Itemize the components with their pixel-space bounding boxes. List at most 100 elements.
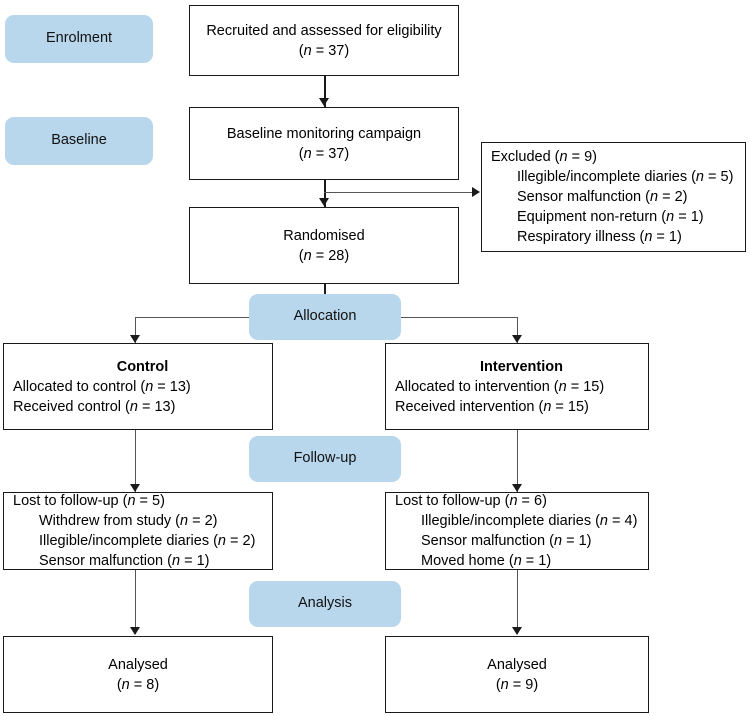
node-intervention-analysed: Analysed (n = 9) (385, 636, 649, 713)
stage-label-baseline-text: Baseline (51, 132, 107, 149)
node-control-allocation-header: Control (116, 358, 169, 375)
connector-control-to-lost (135, 430, 137, 492)
n-value: = 1) (521, 553, 552, 569)
node-recruited: Recruited and assessed for eligibility (… (189, 5, 459, 76)
node-intervention-allocation-header: Intervention (480, 358, 563, 375)
item-label: Withdrew from study ( (39, 513, 180, 529)
item-label: Illegible/incomplete diaries ( (517, 169, 696, 185)
n-symbol: n (559, 149, 568, 165)
node-intervention-lost: Lost to follow-up (n = 6) Illegible/inco… (385, 492, 649, 570)
row-label: Allocated to intervention ( (395, 378, 559, 395)
n-symbol: n (127, 493, 136, 509)
paren-open: ( (298, 42, 304, 59)
node-control-lost-header: Lost to follow-up (n = 5) (13, 491, 165, 511)
node-excluded-item: Illegible/incomplete diaries (n = 5) (491, 167, 733, 187)
node-excluded-header: Excluded (n = 9) (491, 147, 597, 167)
row-label: Allocated to control ( (13, 378, 146, 395)
n-value: = 9) (508, 676, 539, 693)
stage-label-allocation: Allocation (249, 294, 401, 340)
node-excluded-item: Equipment non-return (n = 1) (491, 207, 704, 227)
n-symbol: n (500, 676, 509, 693)
node-baseline-campaign: Baseline monitoring campaign (n = 37) (189, 107, 459, 180)
row-label: Received intervention ( (395, 398, 544, 415)
connector-intervention-to-lost (517, 430, 519, 492)
node-excluded-item: Respiratory illness (n = 1) (491, 227, 682, 247)
stage-label-analysis-text: Analysis (298, 595, 352, 612)
n-symbol: n (303, 42, 312, 59)
arrow-intervention-lost-to-analysed (512, 627, 522, 635)
n-value: = 5) (704, 169, 734, 185)
item-label: Illegible/incomplete diaries ( (39, 533, 218, 549)
lost-header-pre: Lost to follow-up ( (13, 493, 128, 509)
node-control-allocation: Control Allocated to control (n = 13) Re… (3, 343, 273, 430)
arrow-baseline-to-randomised (319, 198, 329, 206)
n-symbol: n (509, 493, 518, 509)
item-label: Illegible/incomplete diaries ( (421, 513, 600, 529)
n-symbol: n (171, 553, 181, 569)
node-control-allocation-row: Allocated to control (n = 13) (13, 377, 191, 397)
stage-label-followup: Follow-up (249, 436, 401, 482)
n-symbol: n (121, 676, 130, 693)
n-symbol: n (553, 533, 563, 549)
node-baseline-line1: Baseline monitoring campaign (226, 125, 422, 142)
item-label: Moved home ( (421, 553, 514, 569)
n-value: = 1) (180, 553, 210, 569)
connector-recruited-to-baseline (324, 76, 326, 108)
paren-open: ( (495, 676, 501, 693)
connector-allocation-to-intervention (517, 317, 519, 343)
node-control-allocation-row: Received control (n = 13) (13, 397, 175, 417)
node-control-analysed-line1: Analysed (108, 656, 168, 673)
node-intervention-lost-item: Illegible/incomplete diaries (n = 4) (395, 511, 637, 531)
n-value: = 37) (311, 42, 350, 59)
stage-label-followup-text: Follow-up (293, 450, 357, 467)
node-recruited-count: (n = 37) (299, 41, 349, 61)
node-control-analysed-count: (n = 8) (117, 675, 159, 695)
node-intervention-allocation-row: Allocated to intervention (n = 15) (395, 377, 604, 397)
n-value: = 1) (652, 229, 682, 245)
n-value: = 5) (135, 493, 165, 509)
stage-label-baseline: Baseline (5, 117, 153, 165)
node-recruited-line1: Recruited and assessed for eligibility (206, 22, 442, 39)
stage-label-enrolment-text: Enrolment (45, 30, 113, 47)
n-symbol: n (303, 145, 312, 162)
connector-control-lost-to-analysed (135, 570, 137, 634)
node-control-lost-item: Sensor malfunction (n = 1) (13, 551, 209, 571)
n-value: = 28) (311, 247, 350, 264)
n-value: = 4) (608, 513, 638, 529)
connector-baseline-to-excluded (324, 192, 474, 194)
n-value: = 2) (658, 189, 688, 205)
n-symbol: n (644, 229, 653, 245)
item-label: Sensor malfunction ( (39, 553, 172, 569)
arrow-allocation-to-intervention (512, 335, 522, 343)
allocation-split-right (396, 317, 518, 319)
n-value: = 1) (562, 533, 592, 549)
allocation-split-left (135, 317, 255, 319)
n-symbol: n (558, 378, 567, 395)
arrow-control-lost-to-analysed (130, 627, 140, 635)
stage-label-analysis: Analysis (249, 581, 401, 627)
excluded-header-pre: Excluded ( (491, 149, 560, 165)
connector-allocation-to-control (135, 317, 137, 343)
row-label: Received control ( (13, 398, 130, 415)
paren-open: ( (298, 247, 304, 264)
node-intervention-lost-item: Sensor malfunction (n = 1) (395, 531, 591, 551)
n-symbol: n (543, 398, 552, 415)
stage-label-enrolment: Enrolment (5, 15, 153, 63)
node-control-lost: Lost to follow-up (n = 5) Withdrew from … (3, 492, 273, 570)
n-symbol: n (513, 553, 522, 569)
n-symbol: n (599, 513, 608, 529)
node-intervention-allocation-row: Received intervention (n = 15) (395, 397, 589, 417)
n-value: = 9) (567, 149, 598, 165)
node-control-analysed: Analysed (n = 8) (3, 636, 273, 713)
n-value: = 6) (517, 493, 547, 509)
arrow-baseline-to-excluded (472, 187, 480, 197)
n-symbol: n (129, 398, 138, 415)
connector-intervention-lost-to-analysed (517, 570, 519, 634)
n-value: = 2) (188, 513, 218, 529)
n-value: = 13) (137, 398, 176, 415)
node-intervention-lost-header: Lost to follow-up (n = 6) (395, 491, 547, 511)
node-control-lost-item: Illegible/incomplete diaries (n = 2) (13, 531, 255, 551)
n-value: = 8) (129, 676, 160, 693)
item-label: Sensor malfunction ( (421, 533, 554, 549)
